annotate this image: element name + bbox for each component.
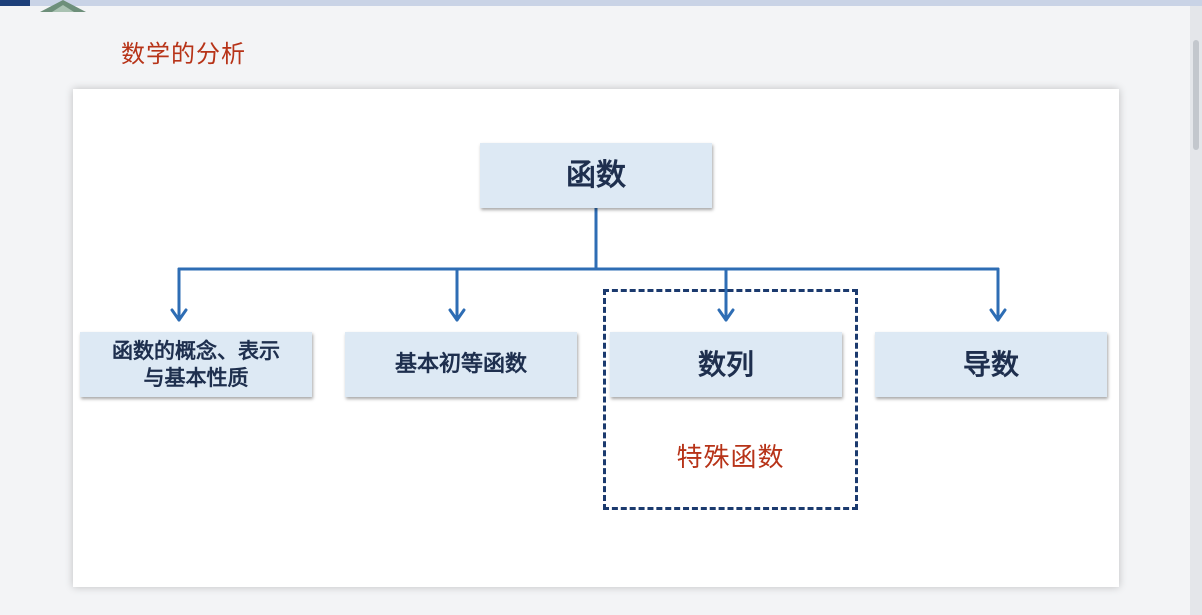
top-bar-accent: [0, 0, 30, 6]
arrow-to-elementary: [448, 267, 466, 322]
node-concept-line2: 与基本性质: [143, 365, 249, 390]
node-concept-representation: 函数的概念、表示 与基本性质: [80, 332, 312, 397]
special-functions-group: [603, 289, 858, 510]
arrow-to-derivative: [989, 267, 1007, 322]
node-derivative: 导数: [875, 332, 1107, 397]
arrow-to-concept: [170, 267, 188, 322]
logo-icon: [40, 0, 86, 12]
arrow-to-sequence: [717, 267, 735, 322]
scrollbar-track[interactable]: [1190, 6, 1202, 615]
node-elementary-functions: 基本初等函数: [345, 332, 577, 397]
node-sequence: 数列: [610, 332, 842, 397]
special-functions-label: 特殊函数: [676, 443, 785, 473]
node-concept-line1: 函数的概念、表示: [112, 339, 280, 364]
top-bar: [0, 0, 1202, 6]
scrollbar-thumb[interactable]: [1193, 40, 1199, 150]
slide-title: 数学的分析: [121, 40, 246, 68]
node-function: 函数: [480, 143, 712, 208]
